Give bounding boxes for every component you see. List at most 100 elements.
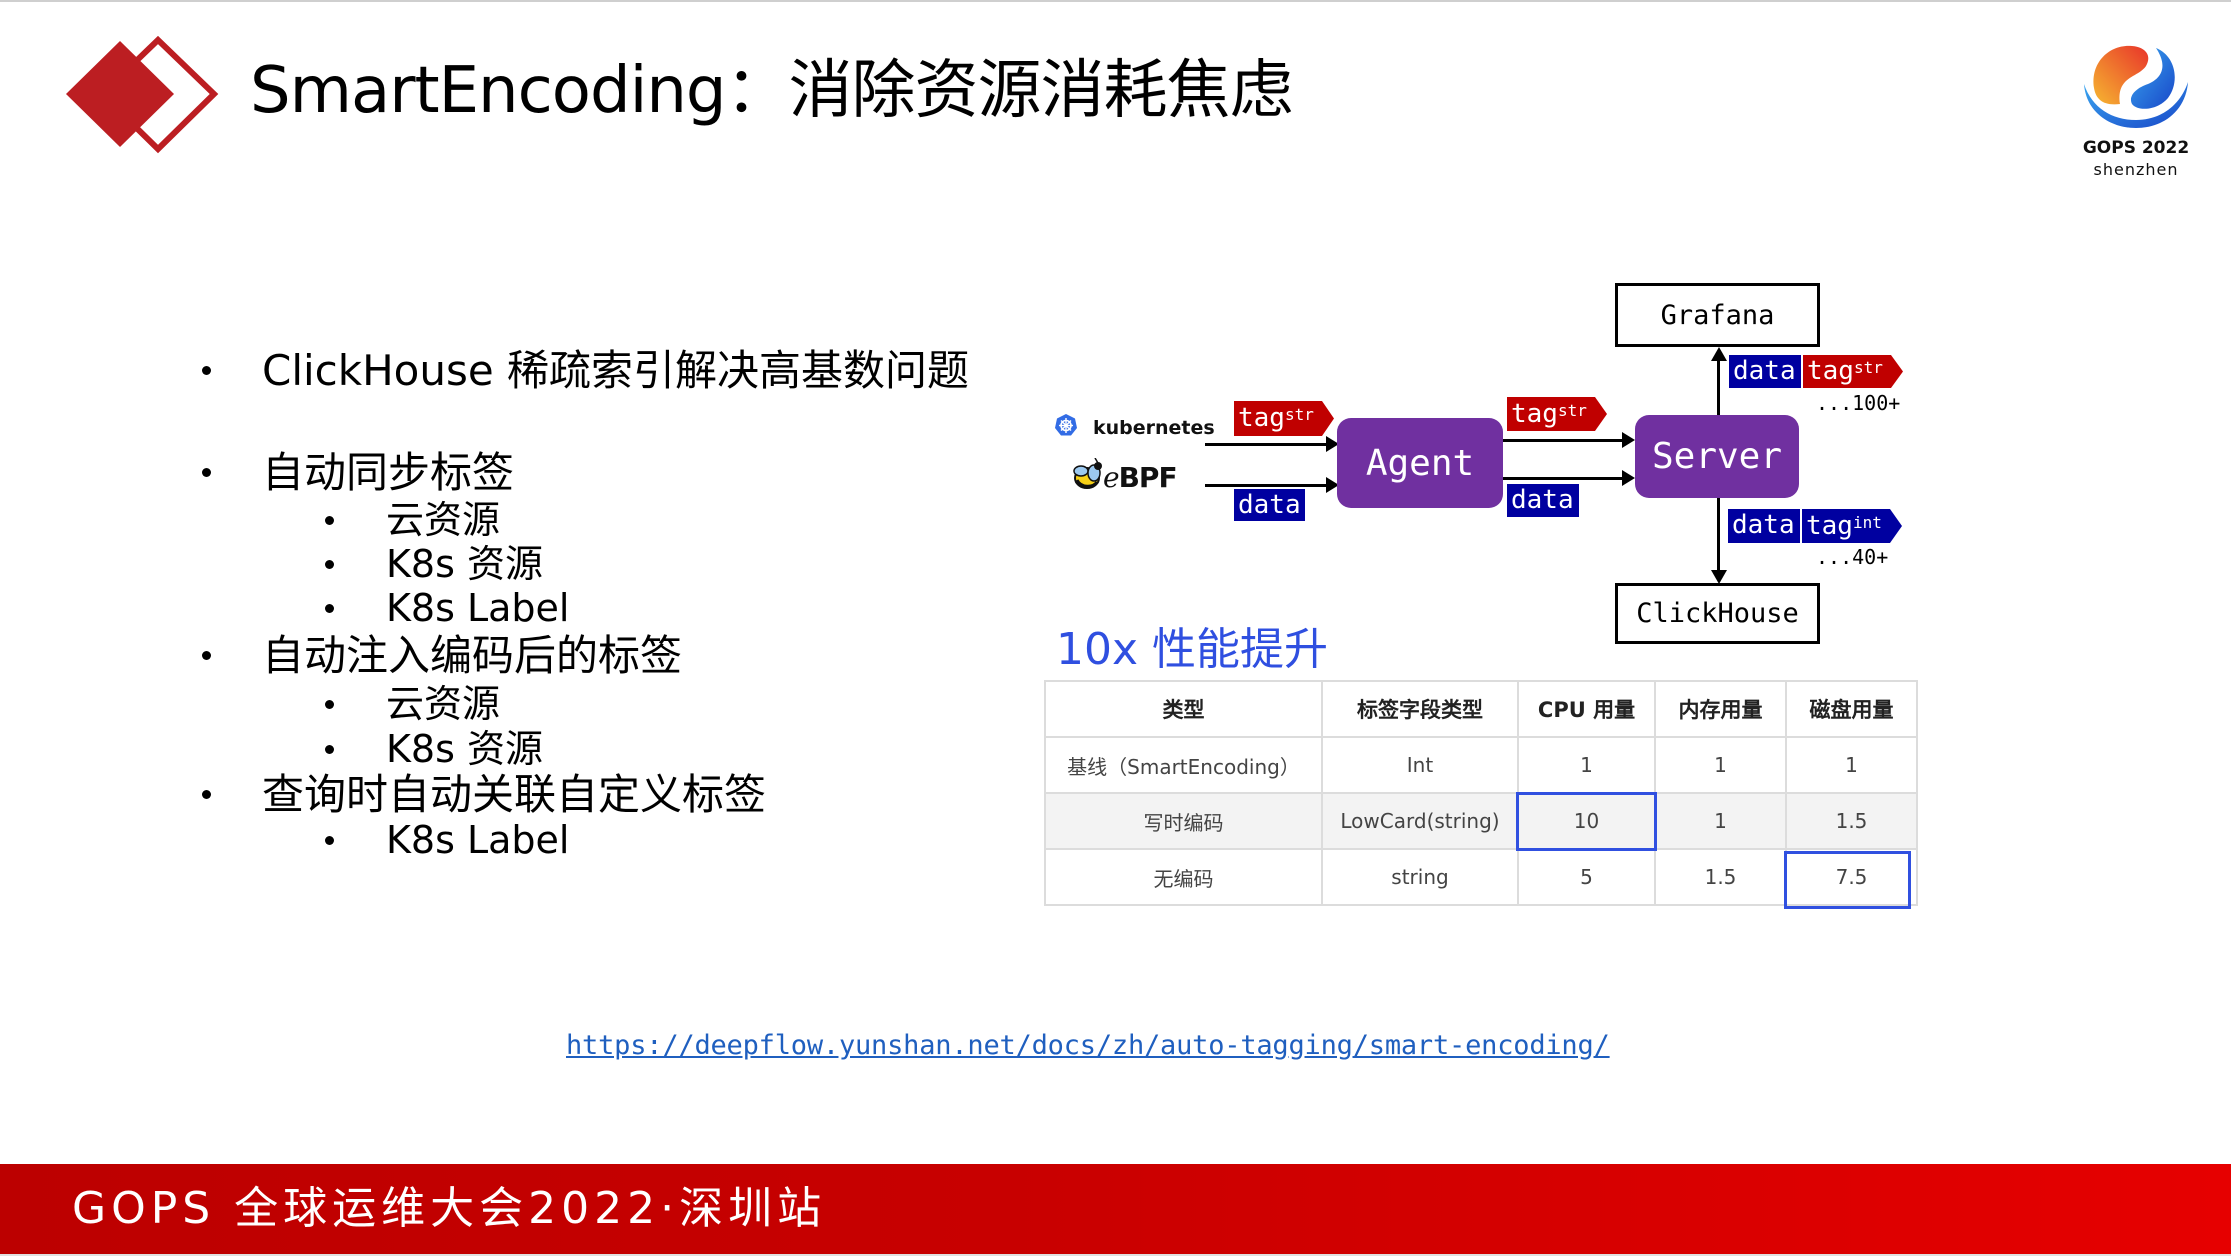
cell: 无编码 <box>1044 848 1323 906</box>
sub-bullet-item: K8s Label <box>325 585 570 631</box>
bullet-dot-icon <box>202 790 211 799</box>
tag-text: tag <box>1807 356 1854 386</box>
sub-bullet-item: 云资源 <box>325 497 501 543</box>
bullet-text: K8s Label <box>386 818 570 862</box>
docs-link[interactable]: https://deepflow.yunshan.net/docs/zh/aut… <box>566 1030 1610 1061</box>
perf-table: 类型 标签字段类型 CPU 用量 内存用量 磁盘用量 基线（SmartEncod… <box>1044 680 1918 906</box>
highlight-disk-cell <box>1784 851 1911 909</box>
cell: Int <box>1321 736 1519 794</box>
footer-text: GOPS 全球运维大会2022·深圳站 <box>72 1183 827 1234</box>
bullet-item: 查询时自动关联自定义标签 <box>202 770 767 820</box>
tag-sup: str <box>1557 401 1587 420</box>
ebpf-label: eBPF <box>1103 461 1178 494</box>
cell: 1.5 <box>1785 792 1918 850</box>
bullet-text: K8s 资源 <box>386 727 543 771</box>
col-header-memory: 内存用量 <box>1654 680 1787 738</box>
table-header-row: 类型 标签字段类型 CPU 用量 内存用量 磁盘用量 <box>1044 680 1918 738</box>
bullet-dot-icon <box>202 651 211 660</box>
arrow-agent-to-server-data <box>1503 477 1623 480</box>
arrow-k8s-to-agent <box>1205 443 1327 446</box>
tag-text: tag <box>1238 403 1285 433</box>
logo-caption-year: GOPS 2022 <box>2082 138 2190 158</box>
bullet-text: K8s 资源 <box>386 542 543 586</box>
cell: 1.5 <box>1654 848 1787 906</box>
col-header-type: 类型 <box>1044 680 1323 738</box>
tag-text: tag <box>1511 399 1558 429</box>
tag-str-chevron-1 <box>1234 401 1334 436</box>
cell: 写时编码 <box>1044 792 1323 850</box>
col-header-disk: 磁盘用量 <box>1785 680 1918 738</box>
arrow-head-icon <box>1622 432 1635 448</box>
bullet-dot-icon <box>325 700 334 709</box>
bullet-text: 云资源 <box>386 682 501 726</box>
table-row: 无编码 string 5 1.5 7.5 <box>1044 848 1918 906</box>
tag-text: tag <box>1806 511 1853 541</box>
bullet-dot-icon <box>325 836 334 845</box>
cell: LowCard(string) <box>1321 792 1519 850</box>
cell: 1 <box>1785 736 1918 794</box>
ebpf-label-text: BPF <box>1118 461 1178 494</box>
arrow-server-to-clickhouse <box>1717 498 1720 572</box>
bullet-dot-icon <box>325 560 334 569</box>
bullet-item: 自动同步标签 <box>202 448 515 498</box>
tag-int-label: tagint <box>1802 510 1882 543</box>
bullet-dot-icon <box>325 516 334 525</box>
highlight-cpu-cell <box>1516 792 1657 851</box>
tag-str-chevron-2 <box>1507 397 1607 431</box>
arrow-server-to-grafana <box>1717 358 1720 415</box>
tag-sup: str <box>1284 405 1314 424</box>
tag-str-label: tagstr <box>1507 398 1587 431</box>
tag-str-label: tagstr <box>1803 355 1883 388</box>
bullet-text: 查询时自动关联自定义标签 <box>262 770 767 819</box>
kubernetes-icon <box>1055 414 1077 436</box>
arrow-agent-to-server-tag <box>1503 439 1623 442</box>
bullet-text: 自动注入编码后的标签 <box>262 631 683 680</box>
clickhouse-tag-count: ...40+ <box>1816 545 1889 569</box>
page-title: SmartEncoding：消除资源消耗焦虑 <box>250 54 1294 128</box>
bullet-text: 云资源 <box>386 498 501 542</box>
bullet-item: 自动注入编码后的标签 <box>202 631 683 681</box>
kubernetes-label: kubernetes <box>1093 417 1215 439</box>
arrow-head-icon <box>1711 570 1727 584</box>
agent-node: Agent <box>1337 418 1503 508</box>
tag-sup: int <box>1852 513 1882 532</box>
ebpf-bee-icon <box>1073 458 1102 489</box>
cell: 1 <box>1654 736 1787 794</box>
bullet-dot-icon <box>325 604 334 613</box>
bullet-text: ClickHouse 稀疏索引解决高基数问题 <box>262 346 970 395</box>
perf-heading: 10x 性能提升 <box>1056 624 1329 675</box>
table-row: 基线（SmartEncoding） Int 1 1 1 <box>1044 736 1918 794</box>
sub-bullet-item: 云资源 <box>325 681 501 727</box>
cell: 1 <box>1654 792 1787 850</box>
bullet-dot-icon <box>325 745 334 754</box>
data-label: data <box>1507 484 1579 517</box>
col-header-tag-type: 标签字段类型 <box>1321 680 1519 738</box>
arrow-head-icon <box>1622 470 1635 486</box>
grafana-tag-count: ...100+ <box>1816 391 1901 415</box>
sub-bullet-item: K8s 资源 <box>325 541 543 587</box>
arrow-ebpf-to-agent <box>1205 484 1327 487</box>
data-label: data <box>1729 355 1801 388</box>
tag-str-chevron-3 <box>1803 355 1903 388</box>
cell: string <box>1321 848 1519 906</box>
table-row: 写时编码 LowCard(string) 10 1 1.5 <box>1044 792 1918 850</box>
tag-str-label: tagstr <box>1234 402 1314 435</box>
server-node: Server <box>1635 415 1799 498</box>
arrow-head-icon <box>1711 347 1727 361</box>
diamond-logo-icon <box>66 36 219 154</box>
arrow-head-icon <box>1326 477 1339 493</box>
bullet-item: ClickHouse 稀疏索引解决高基数问题 <box>202 346 970 396</box>
data-label: data <box>1728 509 1800 543</box>
logo-caption-city: shenzhen <box>2093 160 2179 179</box>
cell: 1 <box>1517 736 1656 794</box>
bottom-border <box>0 1254 2231 1256</box>
cell: 基线（SmartEncoding） <box>1044 736 1323 794</box>
tag-int-chevron <box>1802 509 1902 543</box>
grafana-node: Grafana <box>1615 283 1820 347</box>
sub-bullet-item: K8s Label <box>325 817 570 863</box>
bullet-dot-icon <box>202 366 211 375</box>
sub-bullet-item: K8s 资源 <box>325 726 543 772</box>
bullet-text: 自动同步标签 <box>262 448 515 497</box>
arrow-head-icon <box>1326 436 1339 452</box>
bullet-dot-icon <box>202 468 211 477</box>
